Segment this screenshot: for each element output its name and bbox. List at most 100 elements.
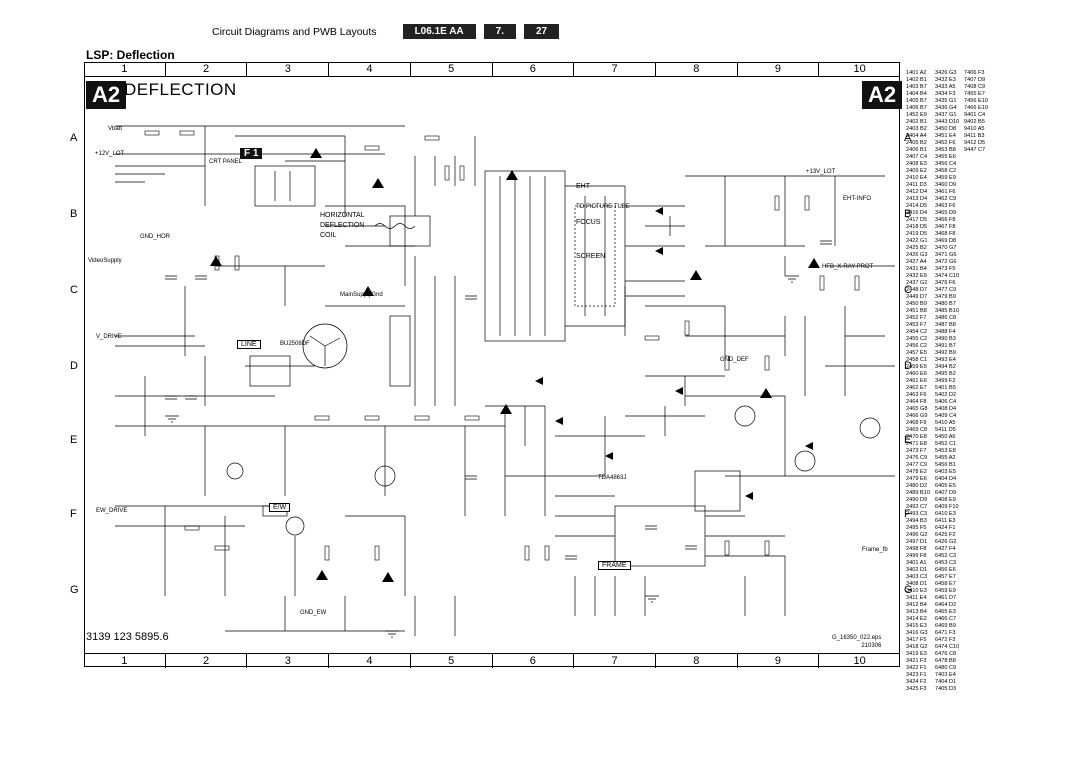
parts-list-cell: 2437 G2 — [906, 280, 928, 286]
parts-list-cell: 2478 E2 — [906, 469, 927, 475]
warning-icon — [382, 572, 394, 582]
warning-icon — [310, 148, 322, 158]
parts-list-cell: 3487 B8 — [935, 322, 956, 328]
ew-label: E/W — [269, 503, 291, 512]
parts-list-cell: 2411 D3 — [906, 182, 927, 188]
gnd-def-label: GND_DEF — [720, 357, 749, 363]
column-label: 3 — [247, 62, 330, 76]
parts-list-cell: 2452 F7 — [906, 315, 927, 321]
parts-list-cell: 6474 C10 — [935, 644, 960, 650]
line-label: LINE — [237, 340, 261, 349]
warning-icon — [500, 404, 512, 414]
parts-list-cell: 2470 E8 — [906, 434, 927, 440]
parts-list-cell: 3436 G4 — [935, 105, 957, 111]
page-header: Circuit Diagrams and PWB Layouts L06.1E … — [212, 24, 560, 39]
parts-list-cell — [964, 301, 993, 308]
parts-list-cell — [964, 196, 993, 203]
parts-list-cell: 7456 E10 — [964, 98, 988, 104]
eht-info-label: EHT-INFO — [843, 196, 871, 202]
page-subtitle: LSP: Deflection — [86, 48, 175, 62]
parts-list-cell: 3424 F2 — [906, 679, 927, 685]
parts-list-cell: 2479 E6 — [906, 476, 927, 482]
parts-list-cell — [964, 511, 993, 518]
parts-list-cell — [964, 294, 993, 301]
parts-list-cell: 7403 E4 — [935, 672, 956, 678]
parts-list-cell — [964, 378, 993, 385]
parts-list-cell: 3486 C8 — [935, 315, 957, 321]
parts-list-cell: 2455 C2 — [906, 336, 928, 342]
plus12v-lot-label: +12V_LOT — [95, 151, 125, 157]
parts-list-cell: 2416 D4 — [906, 210, 928, 216]
parts-list-cell — [964, 595, 993, 602]
parts-list-cell: 3494 B2 — [935, 364, 956, 370]
parts-list-cell: 3417 F5 — [906, 637, 927, 643]
warning-icon — [808, 258, 820, 268]
parts-list-cell: 3401 A1 — [906, 560, 927, 566]
parts-list-cell — [964, 644, 993, 651]
parts-list-cell — [964, 420, 993, 427]
parts-list-cell: 6466 C7 — [935, 616, 957, 622]
parts-list-cell: 6480 C9 — [935, 665, 957, 671]
parts-list-cell: 6424 F1 — [935, 525, 956, 531]
parts-list-cell: 2454 C2 — [906, 329, 928, 335]
parts-list-cell — [964, 504, 993, 511]
parts-list-cell — [964, 357, 993, 364]
parts-list-cell: 2412 D4 — [906, 189, 928, 195]
parts-list-cell: 2480 D2 — [906, 483, 928, 489]
parts-list-cell — [964, 476, 993, 483]
row-label: C — [904, 284, 912, 296]
parts-list-cell: 2494 B3 — [906, 518, 927, 524]
parts-list-cell: 6409 F10 — [935, 504, 959, 510]
parts-list-cell — [964, 385, 993, 392]
parts-list-cell — [964, 217, 993, 224]
parts-list-cell: 3488 F4 — [935, 329, 956, 335]
parts-list-cell — [964, 448, 993, 455]
parts-list-cell: 1403 B7 — [906, 84, 927, 90]
row-label: E — [70, 434, 78, 446]
parts-list-cell: 6478 B8 — [935, 658, 956, 664]
parts-list-cell — [964, 182, 993, 189]
parts-list-cell: 2451 B8 — [906, 308, 927, 314]
parts-list-cell — [964, 441, 993, 448]
parts-list-cell — [964, 308, 993, 315]
parts-list-cell: 3466 F8 — [935, 217, 956, 223]
parts-list-row: 2479 E6 6404 D4 — [906, 476, 1080, 483]
parts-list-cell — [964, 203, 993, 210]
parts-list-cell: 2408 E3 — [906, 161, 927, 167]
parts-list-cell: 2419 D5 — [906, 231, 928, 237]
parts-list-cell: 9410 A5 — [964, 126, 985, 132]
row-label: G — [904, 584, 913, 596]
parts-list-cell: 3491 B7 — [935, 343, 956, 349]
parts-list-cell — [964, 616, 993, 623]
parts-list-cell — [964, 469, 993, 476]
parts-list-cell: 7455 E7 — [964, 91, 985, 97]
parts-list-cell: 6404 D4 — [935, 476, 957, 482]
parts-list-cell: 3422 F1 — [906, 665, 927, 671]
parts-list-cell: 2493 C3 — [906, 511, 928, 517]
parts-list-cell: 2405 B2 — [906, 140, 927, 146]
line-transistor-label: BU2508DF — [280, 341, 310, 347]
parts-list-cell — [964, 588, 993, 595]
parts-list-cell: 6476 C8 — [935, 651, 957, 657]
parts-list-cell — [964, 490, 993, 497]
